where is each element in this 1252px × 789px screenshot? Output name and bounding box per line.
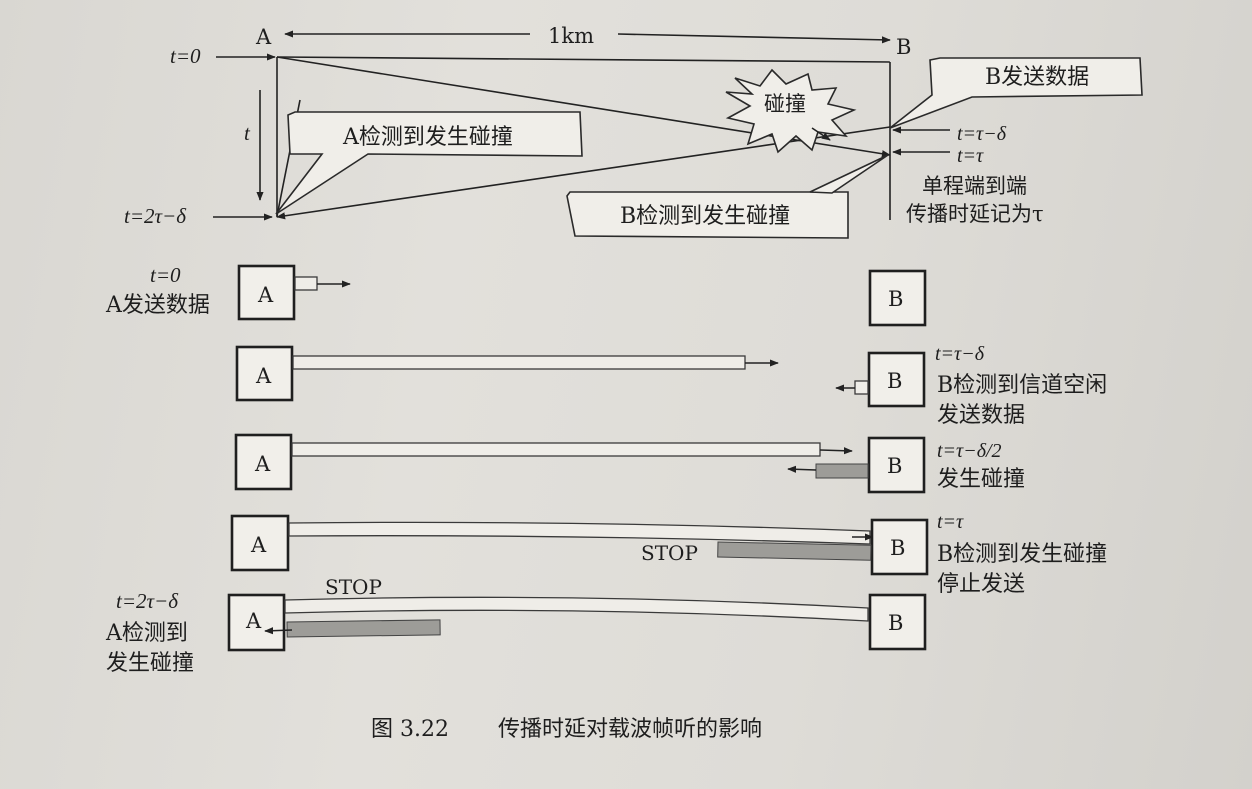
b-detects-label: B检测到发生碰撞 [620, 204, 790, 229]
step5-arrow-b [264, 627, 293, 635]
timing-node-a-label: A [255, 25, 272, 49]
caption-number: 图 3.22 [371, 717, 449, 742]
step4-node-a [230, 514, 290, 572]
step1-time-label: t=0 [150, 263, 181, 287]
step4-node-a-label: A [250, 533, 267, 557]
distance-label: 1km [548, 24, 594, 48]
step2-frame-b [854, 380, 869, 395]
step3-time-label: t=τ−δ/2 [937, 440, 1002, 462]
step2-action-label: B检测到信道空闲 [937, 373, 1107, 398]
t0-label: t=0 [170, 44, 201, 68]
step3-node-a-label: A [254, 452, 271, 476]
step2-action-label-2: 发送数据 [937, 403, 1025, 428]
step2-node-a [235, 345, 294, 402]
step5-frame-a [284, 596, 869, 622]
step5-node-b-label: B [888, 611, 903, 635]
b-sends-label: B发送数据 [985, 65, 1089, 90]
step4-action-label-2: 停止发送 [937, 572, 1025, 597]
b-detects-callout [566, 191, 849, 239]
timing-diagram: A B 1km t=0 t t=2τ−δ t=τ−δ t=τ 碰撞 [124, 24, 1143, 239]
step5-action-label: A检测到 [105, 621, 188, 646]
step4-node-b-label: B [890, 536, 905, 560]
time-axis-label: t [244, 121, 251, 145]
step2-node-b [867, 351, 926, 408]
collision-label: 碰撞 [764, 92, 806, 116]
step5-node-b [868, 593, 927, 651]
step-2: A B t=τ−δ B检测到信道空闲 发送数据 [235, 343, 1107, 428]
step1-node-a-label: A [257, 283, 274, 307]
step3-node-b [867, 436, 926, 494]
step-5: t=2τ−δ A检测到 发生碰撞 A B STOP [105, 575, 927, 676]
b-detects-callout-tail [809, 154, 889, 194]
caption-title: 传播时延对载波帧听的影响 [498, 717, 762, 742]
b-sends-callout [889, 57, 1143, 129]
step5-time-label: t=2τ−δ [116, 589, 179, 613]
delay-note-line-2: 传播时延记为τ [906, 202, 1044, 226]
step3-arrow-b [787, 465, 817, 473]
a-detects-callout [275, 111, 583, 215]
step3-arrow-a [819, 447, 853, 455]
collision-pointer [811, 127, 831, 141]
step4-frame-a [288, 521, 871, 545]
t-tau-label: t=τ [957, 145, 984, 167]
step4-node-b [870, 518, 929, 576]
step-1: t=0 A发送数据 A B [105, 263, 927, 327]
step3-frame-a [291, 442, 821, 457]
step3-node-a [234, 433, 293, 491]
step3-frame-b [815, 463, 869, 479]
a-detects-label: A检测到发生碰撞 [342, 125, 513, 150]
step1-node-b [868, 269, 927, 327]
delay-note-line-1: 单程端到端 [922, 174, 1027, 198]
step2-node-a-label: A [255, 364, 272, 388]
step1-action-label: A发送数据 [105, 293, 210, 318]
step5-node-a [227, 593, 286, 652]
step-3: A B t=τ−δ/2 发生碰撞 [234, 433, 1025, 494]
timing-node-b-label: B [896, 35, 911, 59]
distance-arrow-right [617, 33, 891, 44]
step5-frame-b [286, 619, 441, 638]
step5-node-a-label: A [245, 609, 262, 633]
step5-stop-label: STOP [325, 575, 382, 599]
step4-stop-label: STOP [641, 541, 698, 565]
step3-action-label: 发生碰撞 [937, 467, 1025, 492]
step4-action-label: B检测到发生碰撞 [937, 542, 1107, 567]
step3-node-b-label: B [887, 454, 902, 478]
step4-time-label: t=τ [937, 511, 964, 533]
step4-frame-b [717, 541, 872, 561]
figure-caption: 图 3.22 传播时延对载波帧听的影响 [371, 717, 762, 742]
step5-action-label-2: 发生碰撞 [106, 651, 194, 676]
step1-frame-a [294, 276, 318, 291]
step2-time-label: t=τ−δ [935, 343, 985, 365]
step2-node-b-label: B [887, 369, 902, 393]
t-2tau-delta-label: t=2τ−δ [124, 204, 187, 228]
a-top-line [276, 56, 891, 63]
t-tau-delta-label: t=τ−δ [957, 123, 1007, 145]
step1-node-a [237, 264, 296, 321]
step-4: A B STOP t=τ B检测到发生碰撞 停止发送 [230, 511, 1107, 597]
step1-node-b-label: B [888, 287, 903, 311]
step2-frame-a [292, 355, 746, 370]
